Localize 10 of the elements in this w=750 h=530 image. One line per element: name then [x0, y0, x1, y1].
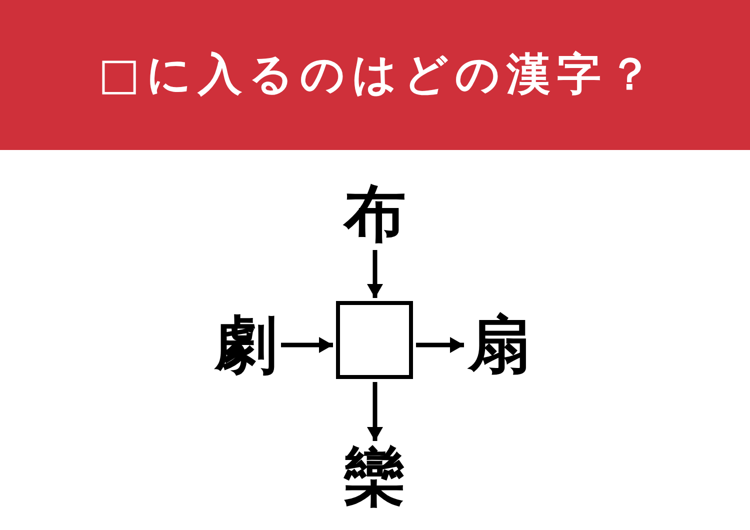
arrow: [367, 250, 383, 298]
kanji-character: 扇: [467, 312, 531, 378]
title: □に入るのはどの漢字？: [97, 53, 658, 97]
arrow: [281, 337, 333, 353]
kanji-character: 布: [343, 181, 407, 247]
kanji-character: 欒: [343, 444, 407, 510]
blank-square: [336, 301, 413, 379]
kanji-character: 劇: [214, 312, 278, 378]
arrow: [367, 382, 383, 441]
arrow: [416, 337, 464, 353]
